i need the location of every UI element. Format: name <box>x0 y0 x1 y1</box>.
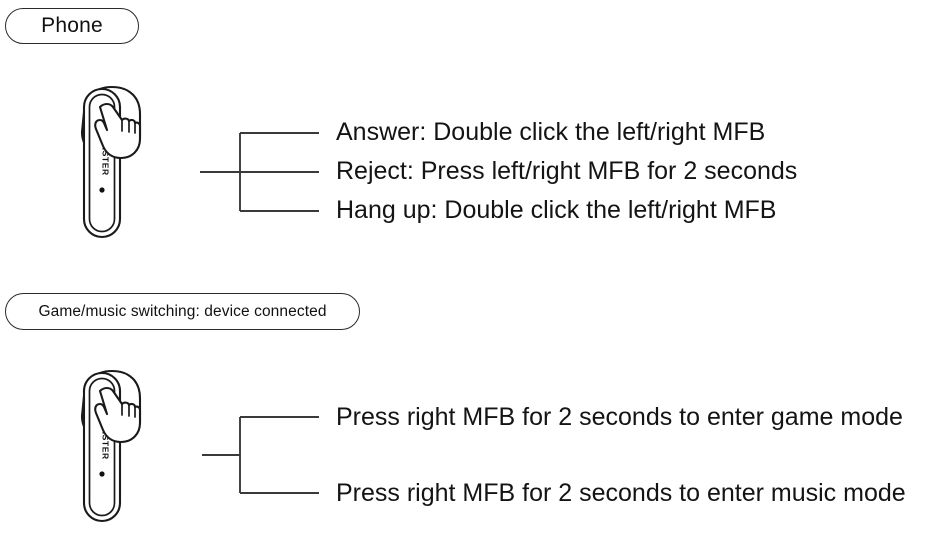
badge-game-music-switching: Game/music switching: device connected <box>5 293 360 330</box>
instruction-list-game-music: Press right MFB for 2 seconds to enter g… <box>336 398 906 513</box>
bracket-svg <box>202 416 319 494</box>
badge-phone-label: Phone <box>41 14 103 37</box>
connector-bracket-game-music <box>195 410 325 510</box>
instruction-line: Hang up: Double click the left/right MFB <box>336 196 777 224</box>
badge-game-music-label: Game/music switching: device connected <box>38 302 327 320</box>
instruction-line: Answer: Double click the left/right MFB <box>336 118 766 146</box>
instruction-line: Reject: Press left/right MFB for 2 secon… <box>336 157 798 185</box>
connector-bracket-phone <box>195 125 325 225</box>
earbud-svg: MONSTER <box>80 85 142 239</box>
instruction-list-phone: Answer: Double click the left/right MFB … <box>336 113 797 230</box>
earbud-mfb-dot-bottom <box>99 471 105 477</box>
earbud-mfb-dot-bottom <box>99 187 105 193</box>
earbud-illustration-phone: MONSTER <box>40 84 170 249</box>
finger-tap-icon <box>94 102 142 160</box>
earbud-illustration-game-music: MONSTER <box>40 368 170 533</box>
earbud-svg: MONSTER <box>80 369 142 523</box>
instruction-line: Press right MFB for 2 seconds to enter g… <box>336 403 903 431</box>
badge-phone: Phone <box>5 8 139 44</box>
bracket-svg <box>200 132 319 212</box>
instruction-line: Press right MFB for 2 seconds to enter m… <box>336 479 906 507</box>
finger-tap-icon <box>94 386 142 444</box>
